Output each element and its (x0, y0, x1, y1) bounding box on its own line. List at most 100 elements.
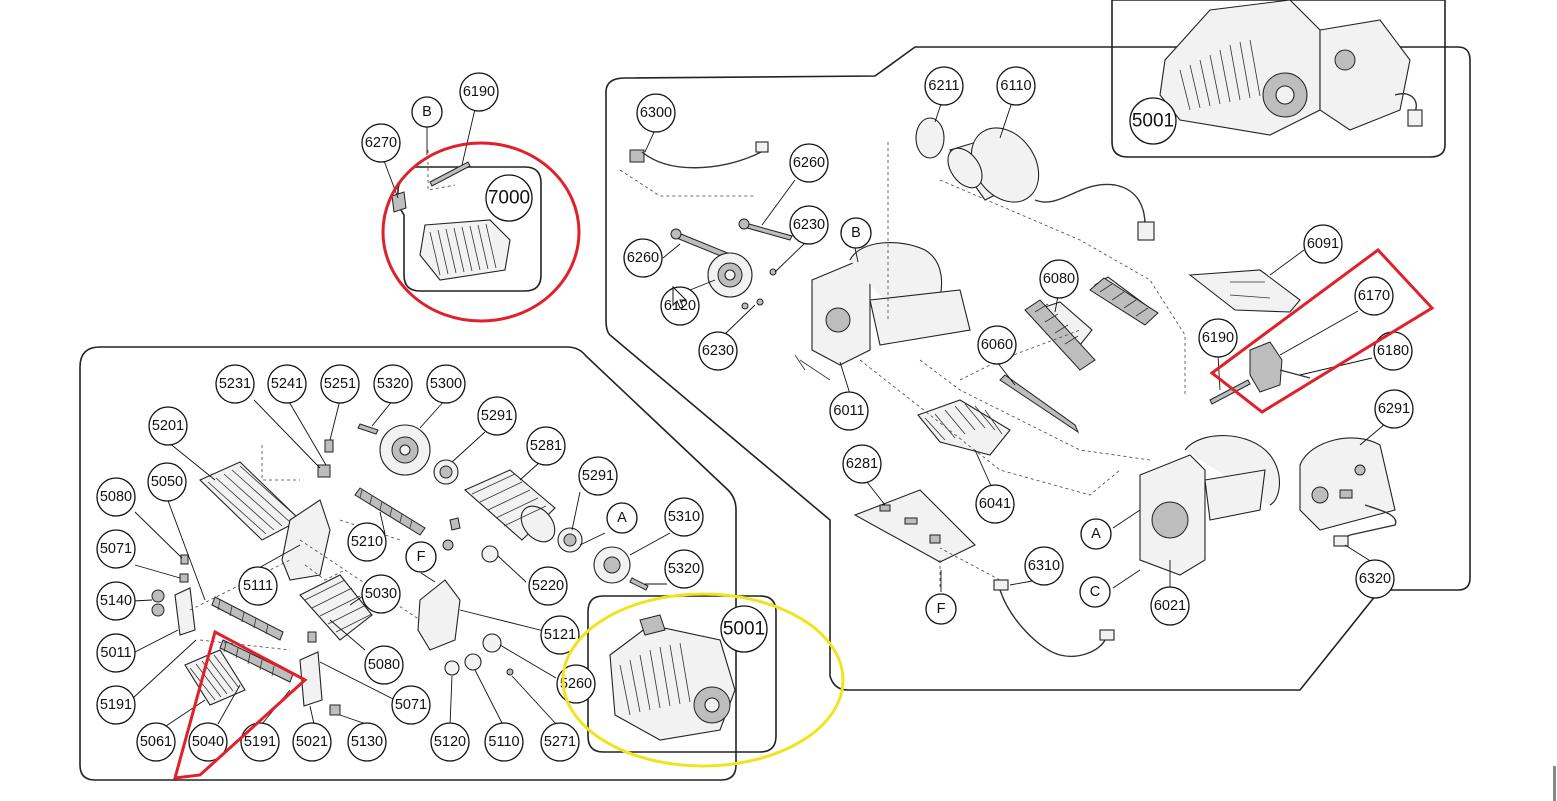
svg-text:5251: 5251 (324, 376, 356, 392)
svg-text:6320: 6320 (1359, 571, 1391, 587)
callout-5001-inset: 5001 (720, 605, 768, 653)
callout-5201: 5201 (148, 406, 188, 446)
callout-5121: 5121 (540, 615, 580, 655)
callout-6190a: 6190 (459, 72, 499, 112)
callout-5080-upper: 5080 (96, 477, 136, 517)
svg-text:5191: 5191 (244, 734, 276, 750)
svg-text:5050: 5050 (151, 474, 183, 490)
roller-5050-part (211, 596, 284, 641)
callout-6211: 6211 (924, 66, 964, 106)
svg-text:5001: 5001 (1132, 111, 1174, 132)
callout-6230b: 6230 (698, 331, 738, 371)
frame-5121-part (417, 517, 461, 651)
callout-f-left: F (405, 541, 437, 573)
svg-text:5140: 5140 (100, 593, 132, 609)
assembly-6000-guides (859, 142, 1186, 590)
comb-6041-part (917, 399, 1011, 456)
callout-5300: 5300 (426, 364, 466, 404)
callout-5120: 5120 (430, 722, 470, 762)
roller-5210-part (354, 487, 426, 536)
svg-text:5011: 5011 (100, 645, 131, 661)
callout-5040: 5040 (188, 722, 228, 762)
svg-text:A: A (1091, 526, 1101, 542)
svg-text:5061: 5061 (140, 734, 172, 750)
callout-5251: 5251 (320, 364, 360, 404)
callout-5140: 5140 (96, 581, 136, 621)
svg-text:B: B (422, 104, 432, 120)
callout-5030: 5030 (361, 574, 401, 614)
callout-5291-upper: 5291 (477, 396, 517, 436)
svg-text:6310: 6310 (1028, 558, 1060, 574)
callout-5080-lower: 5080 (364, 645, 404, 685)
callout-5220: 5220 (528, 566, 568, 606)
callout-5050: 5050 (147, 462, 187, 502)
mouse-pointer-icon (672, 285, 688, 309)
callout-7000: 7000 (485, 174, 533, 222)
callout-5271: 5271 (540, 722, 580, 762)
svg-text:5071: 5071 (100, 541, 132, 557)
callout-a-right: A (1080, 518, 1112, 550)
callout-f-right: F (925, 593, 957, 625)
callout-6080: 6080 (1039, 259, 1079, 299)
svg-text:5130: 5130 (351, 734, 383, 750)
svg-text:6281: 6281 (846, 456, 878, 472)
callout-6180: 6180 (1373, 331, 1413, 371)
frame-5021-part (299, 631, 341, 716)
callout-5021: 5021 (292, 722, 332, 762)
frame-5111-part (281, 439, 334, 581)
callout-5071-upper: 5071 (96, 529, 136, 569)
sensor-6170-part (1209, 341, 1311, 405)
svg-text:5030: 5030 (365, 586, 397, 602)
cable-6310-part (993, 579, 1115, 657)
svg-text:5001: 5001 (723, 619, 765, 640)
svg-text:5201: 5201 (152, 418, 184, 434)
callout-5231: 5231 (215, 364, 255, 404)
highlight-circle-5001 (561, 592, 845, 768)
gear-6120-part (707, 252, 753, 298)
svg-text:6291: 6291 (1378, 401, 1410, 417)
svg-text:6260: 6260 (627, 250, 659, 266)
callout-6190b: 6190 (1198, 318, 1238, 358)
svg-text:5260: 5260 (560, 676, 592, 692)
callout-6300: 6300 (636, 93, 676, 133)
edge-marker (1553, 766, 1556, 801)
unit-5001-part (609, 614, 736, 741)
svg-text:5291: 5291 (582, 468, 614, 484)
svg-text:6190: 6190 (463, 84, 495, 100)
callout-5001-top: 5001 (1129, 97, 1177, 145)
callout-5281: 5281 (526, 426, 566, 466)
svg-text:6270: 6270 (365, 135, 397, 151)
board-6281-part (853, 489, 976, 563)
callout-5011: 5011 (96, 633, 136, 673)
svg-text:B: B (851, 225, 861, 241)
svg-text:5210: 5210 (351, 534, 383, 550)
svg-text:5320: 5320 (668, 561, 700, 577)
callout-a-left: A (606, 502, 638, 534)
callout-5310: 5310 (664, 497, 704, 537)
svg-text:5231: 5231 (219, 376, 251, 392)
callout-6310: 6310 (1024, 546, 1064, 586)
svg-text:7000: 7000 (488, 188, 530, 209)
callout-5210: 5210 (347, 522, 387, 562)
svg-text:C: C (1090, 584, 1100, 600)
svg-text:6190: 6190 (1202, 330, 1234, 346)
unit-5001-top-inset-frame (1111, 0, 1446, 158)
callout-5130: 5130 (347, 722, 387, 762)
svg-text:6091: 6091 (1307, 236, 1339, 252)
callout-6110: 6110 (996, 66, 1036, 106)
callout-5260: 5260 (556, 664, 596, 704)
callout-b-upper: B (411, 96, 443, 128)
callout-6270: 6270 (361, 123, 401, 163)
callout-6281: 6281 (842, 444, 882, 484)
callout-5111: 5111 (238, 566, 278, 606)
svg-text:5120: 5120 (434, 734, 466, 750)
callout-6320: 6320 (1355, 559, 1395, 599)
svg-text:5071: 5071 (395, 697, 427, 713)
roller-5030-part (299, 574, 373, 641)
svg-text:6230: 6230 (793, 217, 825, 233)
callout-6170: 6170 (1354, 276, 1394, 316)
svg-text:6170: 6170 (1358, 288, 1390, 304)
comb-5201-part (199, 445, 301, 541)
svg-text:6180: 6180 (1377, 343, 1409, 359)
callout-6021: 6021 (1150, 586, 1190, 626)
